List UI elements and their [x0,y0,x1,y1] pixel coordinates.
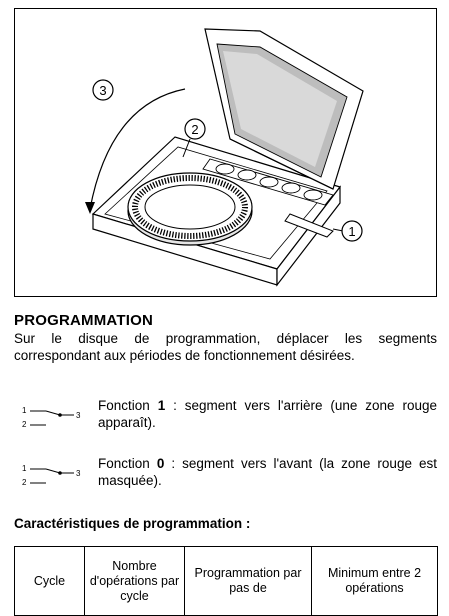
svg-text:1: 1 [348,224,355,239]
timer-illustration: 3 2 1 [85,28,364,287]
switch-symbol-icon: 1 2 3 [22,406,81,429]
svg-text:2: 2 [191,122,198,137]
open-arrow [89,88,186,210]
hinged-lid [204,28,364,190]
function-1-text: Fonction 1 : segment vers l'arrière (une… [98,398,437,430]
svg-text:2: 2 [22,420,27,429]
open-arrowhead [85,202,95,214]
function-0-text: Fonction 0 : segment vers l'avant (la zo… [98,456,437,488]
header-operations: Nombre d'opérations par cycle [84,546,185,616]
svg-text:1: 1 [22,464,27,473]
table-header-row: Cycle Nombre d'opérations par cycle Prog… [14,546,438,616]
housing-inner-rim [104,146,328,260]
programming-table: Cycle Nombre d'opérations par cycle Prog… [14,546,438,616]
housing-side-wall [276,185,341,287]
programming-dial [127,172,253,246]
characteristics-heading: Caractéristiques de programmation : [14,516,251,531]
header-step: Programmation par pas de [184,546,312,616]
illustration-frame: 3 2 1 [14,8,437,297]
callout-1: 1 [341,220,363,242]
svg-text:1: 1 [22,406,27,415]
intro-paragraph: Sur le disque de programmation, déplacer… [14,331,437,363]
svg-text:3: 3 [99,83,106,98]
svg-text:3: 3 [76,469,81,478]
switch-pointer [332,228,344,232]
svg-text:2: 2 [22,478,27,487]
header-minimum: Minimum entre 2 opérations [311,546,438,616]
hinge-pointer [182,138,191,158]
switch-segments [202,158,334,206]
header-cycle: Cycle [14,546,85,616]
callout-2: 2 [184,118,206,140]
function-1-row: 1 2 3 Fonction 1 : segment vers l'arrièr… [14,397,437,437]
svg-text:3: 3 [76,411,81,420]
function-0-row: 1 2 3 Fonction 0 : segment vers l'avant … [14,455,437,495]
section-heading: PROGRAMMATION [14,312,153,329]
callout-3: 3 [92,79,114,101]
switch-detail [284,213,334,238]
switch-symbol-icon: 1 2 3 [22,464,81,487]
